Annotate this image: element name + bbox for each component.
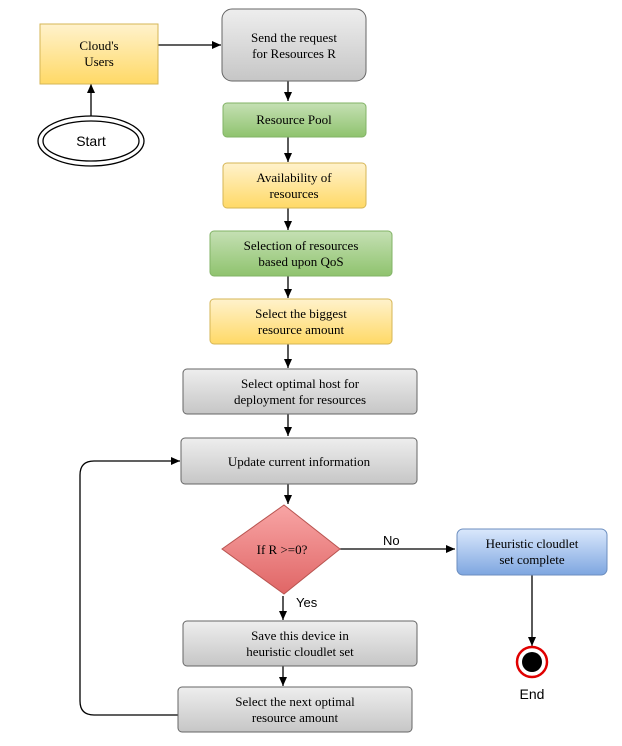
selection-qos-line1: Selection of resources [244,238,359,253]
node-start: Start [37,115,145,167]
availability-line2: resources [269,186,318,201]
node-selection-qos: Selection of resources based upon QoS [209,230,393,277]
optimal-host-line1: Select optimal host for [241,376,360,391]
node-biggest-amount: Select the biggest resource amount [209,298,393,345]
heuristic-complete-line1: Heuristic cloudlet [486,536,579,551]
node-save-device: Save this device in heuristic cloudlet s… [182,620,418,667]
save-device-line1: Save this device in [251,628,349,643]
selection-qos-line2: based upon QoS [258,254,343,269]
node-optimal-host: Select optimal host for deployment for r… [182,368,418,415]
node-update-info: Update current information [180,437,418,485]
edge-loop-back-to-update [79,457,180,716]
node-send-request: Send the request for Resources R [221,8,367,82]
node-availability: Availability of resources [222,162,367,209]
send-request-line2: for Resources R [252,46,336,61]
end-label: End [520,686,545,702]
biggest-amount-line1: Select the biggest [255,306,347,321]
node-decision: If R >=0? [221,504,341,595]
edge-label-no: No [383,533,400,548]
node-resource-pool: Resource Pool [222,102,367,138]
node-cloud-users: Cloud's Users [39,23,159,85]
edges [79,41,536,716]
node-end: End [515,645,549,702]
decision-label: If R >=0? [257,542,308,557]
biggest-amount-line2: resource amount [258,322,345,337]
resource-pool-label: Resource Pool [256,112,332,127]
next-optimal-line1: Select the next optimal [235,694,355,709]
update-info-label: Update current information [228,454,371,469]
node-next-optimal: Select the next optimal resource amount [177,686,413,733]
heuristic-complete-line2: set complete [499,552,565,567]
next-optimal-line2: resource amount [252,710,339,725]
send-request-line1: Send the request [251,30,337,45]
save-device-line2: heuristic cloudlet set [246,644,354,659]
cloud-users-line1: Cloud's [79,38,118,53]
edge-label-yes: Yes [296,595,318,610]
availability-line1: Availability of [256,170,332,185]
cloud-users-line2: Users [84,54,114,69]
start-label: Start [76,133,106,149]
node-heuristic-complete: Heuristic cloudlet set complete [456,528,608,576]
optimal-host-line2: deployment for resources [234,392,366,407]
